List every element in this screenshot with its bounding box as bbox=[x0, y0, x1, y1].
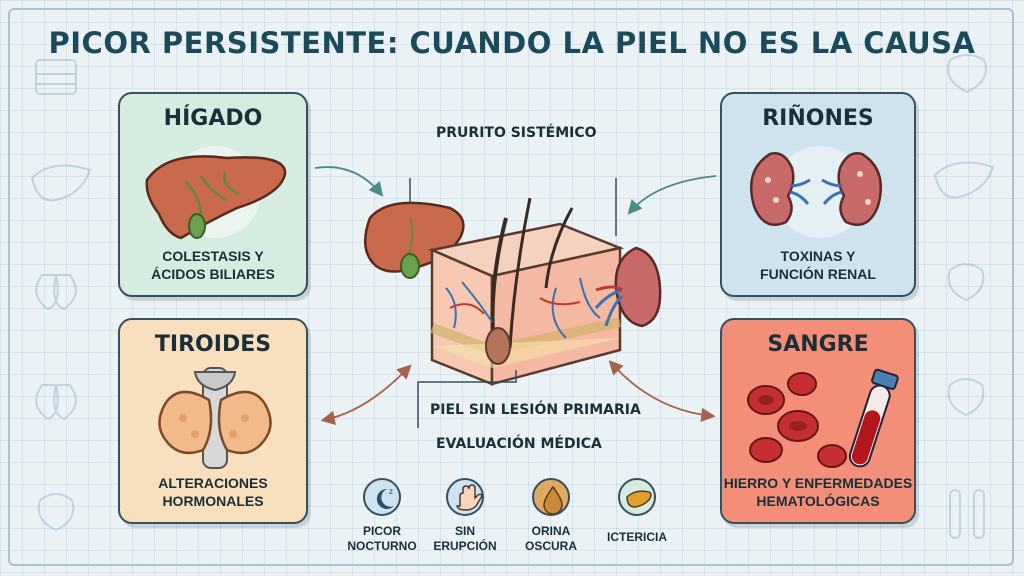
arrow-thyroid bbox=[320, 364, 412, 425]
kidney-card: RIÑONES TOXINAS Y FUNCIÓN RENAL bbox=[720, 92, 916, 297]
moon-icon: z bbox=[363, 478, 401, 516]
hand-icon bbox=[446, 478, 484, 516]
label-systemic-pruritus: PRURITO SISTÉMICO bbox=[436, 125, 597, 141]
blood-cells-icon bbox=[747, 368, 899, 468]
blood-card-title: SANGRE bbox=[767, 332, 869, 357]
thyroid-card: TIROIDES ALTERACIONES HORMONALES bbox=[118, 318, 308, 524]
label-medical-evaluation: EVALUACIÓN MÉDICA bbox=[436, 436, 602, 452]
thyroid-card-caption: ALTERACIONES HORMONALES bbox=[158, 475, 268, 509]
liver-card-caption: COLESTASIS Y ÁCIDOS BILIARES bbox=[151, 248, 275, 282]
kidney-card-title: RIÑONES bbox=[762, 106, 874, 131]
symptom-label-no-rash: SIN ERUPCIÓN bbox=[433, 524, 497, 553]
symptom-label-dark-urine: ORINA OSCURA bbox=[524, 524, 577, 553]
label-skin-no-primary-lesion: PIEL SIN LESIÓN PRIMARIA bbox=[430, 402, 641, 418]
symptom-label-jaundice: ICTERICIA bbox=[607, 530, 667, 544]
liver-icon bbox=[145, 146, 287, 240]
blood-card-caption: HIERRO Y ENFERMEDADES HEMATOLÓGICAS bbox=[723, 475, 913, 509]
kidneys-icon bbox=[750, 146, 882, 238]
symptom-label-night-itch: PICOR NOCTURNO bbox=[347, 524, 417, 553]
drop-icon bbox=[532, 478, 570, 516]
arrow-kidney bbox=[627, 175, 717, 215]
svg-text:z: z bbox=[389, 487, 393, 496]
thyroid-icon bbox=[158, 367, 272, 469]
arrow-blood bbox=[608, 360, 716, 423]
arrow-liver bbox=[314, 166, 384, 197]
liver-card: HÍGADO COLESTASIS Y ÁCIDOS BILIARES bbox=[118, 92, 308, 297]
kidney-card-caption: TOXINAS Y FUNCIÓN RENAL bbox=[760, 248, 876, 282]
liver-small-icon bbox=[618, 478, 656, 516]
liver-card-title: HÍGADO bbox=[163, 106, 263, 131]
page-title: PICOR PERSISTENTE: CUANDO LA PIEL NO ES … bbox=[48, 26, 976, 60]
skin-cross-section-illustration bbox=[363, 178, 662, 428]
thyroid-card-title: TIROIDES bbox=[154, 332, 272, 357]
blood-card: SANGRE HIERRO Y ENFERMEDADES HEMATOLÓGIC… bbox=[720, 318, 916, 524]
outer-frame bbox=[8, 8, 1014, 566]
